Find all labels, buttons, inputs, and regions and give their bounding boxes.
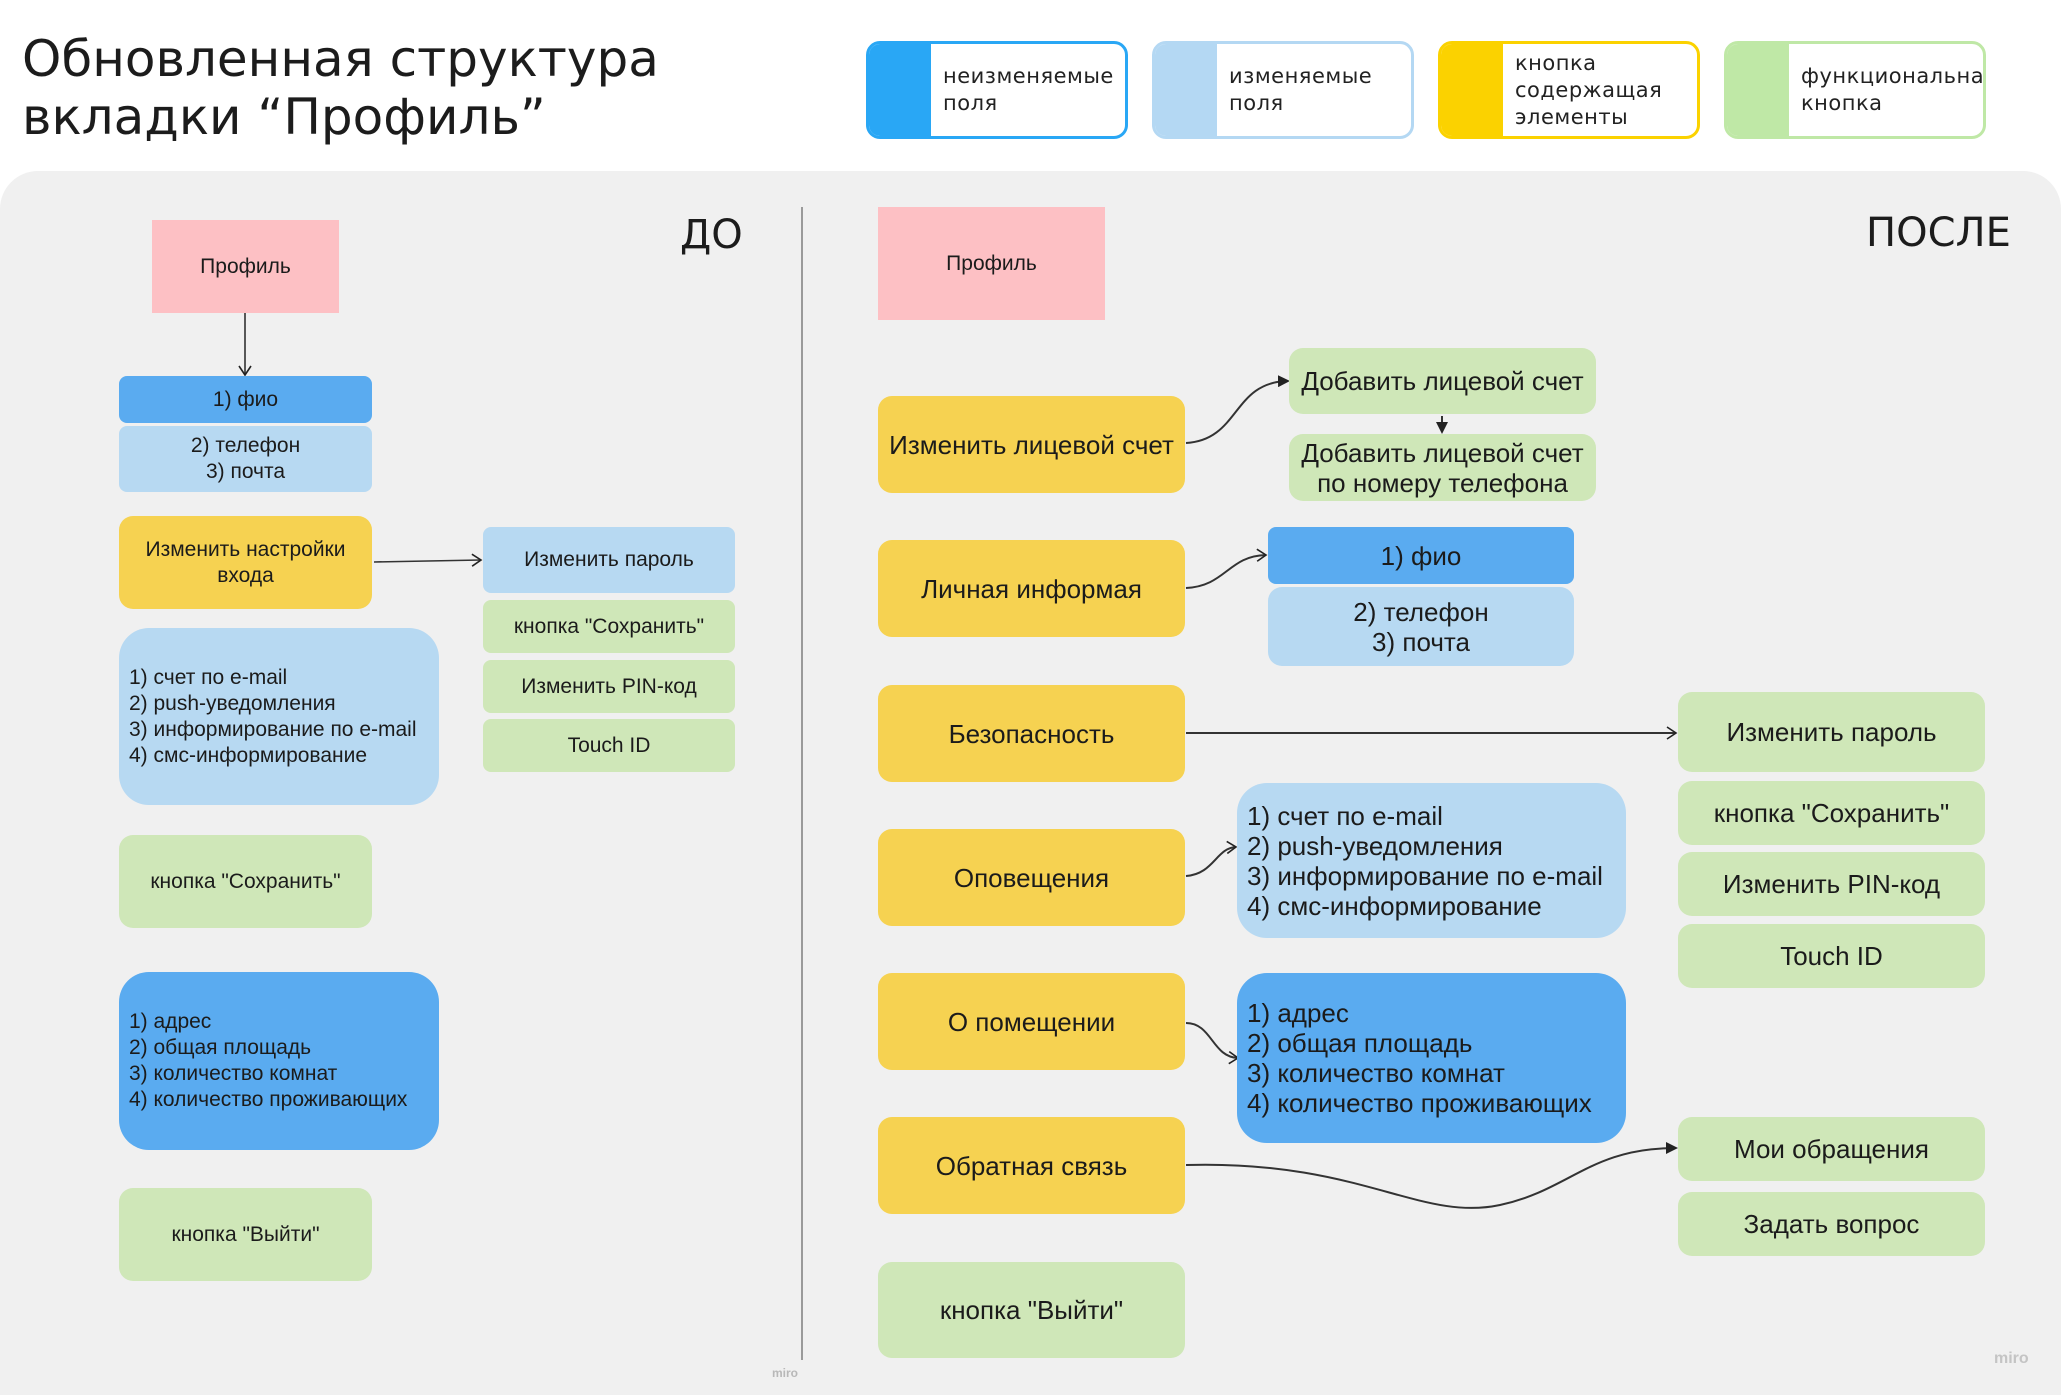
arrow-change-account-to-add (1185, 375, 1290, 444)
before-touch-id: Touch ID (483, 719, 735, 772)
after-touch-id: Touch ID (1678, 924, 1985, 988)
before-profile-node: Профиль (152, 220, 339, 313)
legend-item-editable-fields: изменяемые поля (1152, 41, 1414, 139)
watermark-before: miro (772, 1366, 799, 1380)
before-fio-field: 1) фио (119, 376, 372, 423)
legend-item-functional-button: функциональная кнопка (1724, 41, 1986, 139)
after-profile-node: Профиль (878, 207, 1105, 320)
legend-label-fixed: неизменяемые поля (943, 64, 1114, 115)
after-save-button-security: кнопка "Сохранить" (1678, 781, 1985, 845)
after-fio-field: 1) фио (1268, 527, 1574, 584)
before-after-divider (801, 207, 803, 1360)
before-premises-list: 1) адрес 2) общая площадь 3) количество … (119, 972, 439, 1150)
legend-item-fixed-fields: неизменяемые поля (866, 41, 1128, 139)
after-personal-info-button: Личная информая (878, 540, 1185, 637)
after-phone-mail-fields: 2) телефон 3) почта (1268, 587, 1574, 666)
arrow-notifications-to-list (1185, 840, 1238, 877)
before-save-button-security: кнопка "Сохранить" (483, 600, 735, 653)
before-logout-button: кнопка "Выйти" (119, 1188, 372, 1281)
legend-swatch-editable (1155, 44, 1217, 136)
before-save-button: кнопка "Сохранить" (119, 835, 372, 928)
after-ask-question: Задать вопрос (1678, 1192, 1985, 1256)
after-add-account: Добавить лицевой счет (1289, 348, 1596, 414)
page-title: Обновленная структура вкладки “Профиль” (22, 30, 659, 146)
after-premises-list: 1) адрес 2) общая площадь 3) количество … (1237, 973, 1626, 1143)
before-change-password: Изменить пароль (483, 527, 735, 593)
after-security-button: Безопасность (878, 685, 1185, 782)
arrow-personal-to-fio (1185, 548, 1268, 589)
legend-label-editable: изменяемые поля (1229, 64, 1373, 115)
arrow-feedback-to-requests (1185, 1142, 1678, 1209)
after-add-account-by-phone: Добавить лицевой счет по номеру телефона (1289, 434, 1596, 501)
after-my-requests: Мои обращения (1678, 1117, 1985, 1181)
legend-swatch-functional (1727, 44, 1789, 136)
before-change-pin: Изменить PIN-код (483, 660, 735, 713)
after-change-password: Изменить пароль (1678, 692, 1985, 772)
after-logout-button: кнопка "Выйти" (878, 1262, 1185, 1358)
legend-item-container-button: кнопка содержащая элементы (1438, 41, 1700, 139)
legend-label-container: кнопка содержащая элементы (1515, 50, 1663, 129)
watermark-after: miro (1994, 1350, 2029, 1367)
before-phone-mail-fields: 2) телефон 3) почта (119, 426, 372, 492)
legend-swatch-container (1441, 44, 1503, 136)
before-notifications-list: 1) счет по e-mail 2) push-уведомления 3)… (119, 628, 439, 805)
after-heading: ПОСЛЕ (1866, 210, 2011, 256)
before-heading: ДО (680, 212, 743, 258)
after-notifications-list: 1) счет по e-mail 2) push-уведомления 3)… (1237, 783, 1626, 938)
arrow-premises-to-list (1185, 1022, 1240, 1065)
after-notifications-button: Оповещения (878, 829, 1185, 926)
after-change-account-button: Изменить лицевой счет (878, 396, 1185, 493)
after-feedback-button: Обратная связь (878, 1117, 1185, 1214)
arrow-login-to-password (373, 553, 483, 567)
legend-swatch-fixed (869, 44, 931, 136)
legend-label-functional: функциональная кнопка (1801, 64, 1986, 115)
after-change-pin: Изменить PIN-код (1678, 852, 1985, 916)
after-premises-button: О помещении (878, 973, 1185, 1070)
before-login-settings-button: Изменить настройки входа (119, 516, 372, 609)
